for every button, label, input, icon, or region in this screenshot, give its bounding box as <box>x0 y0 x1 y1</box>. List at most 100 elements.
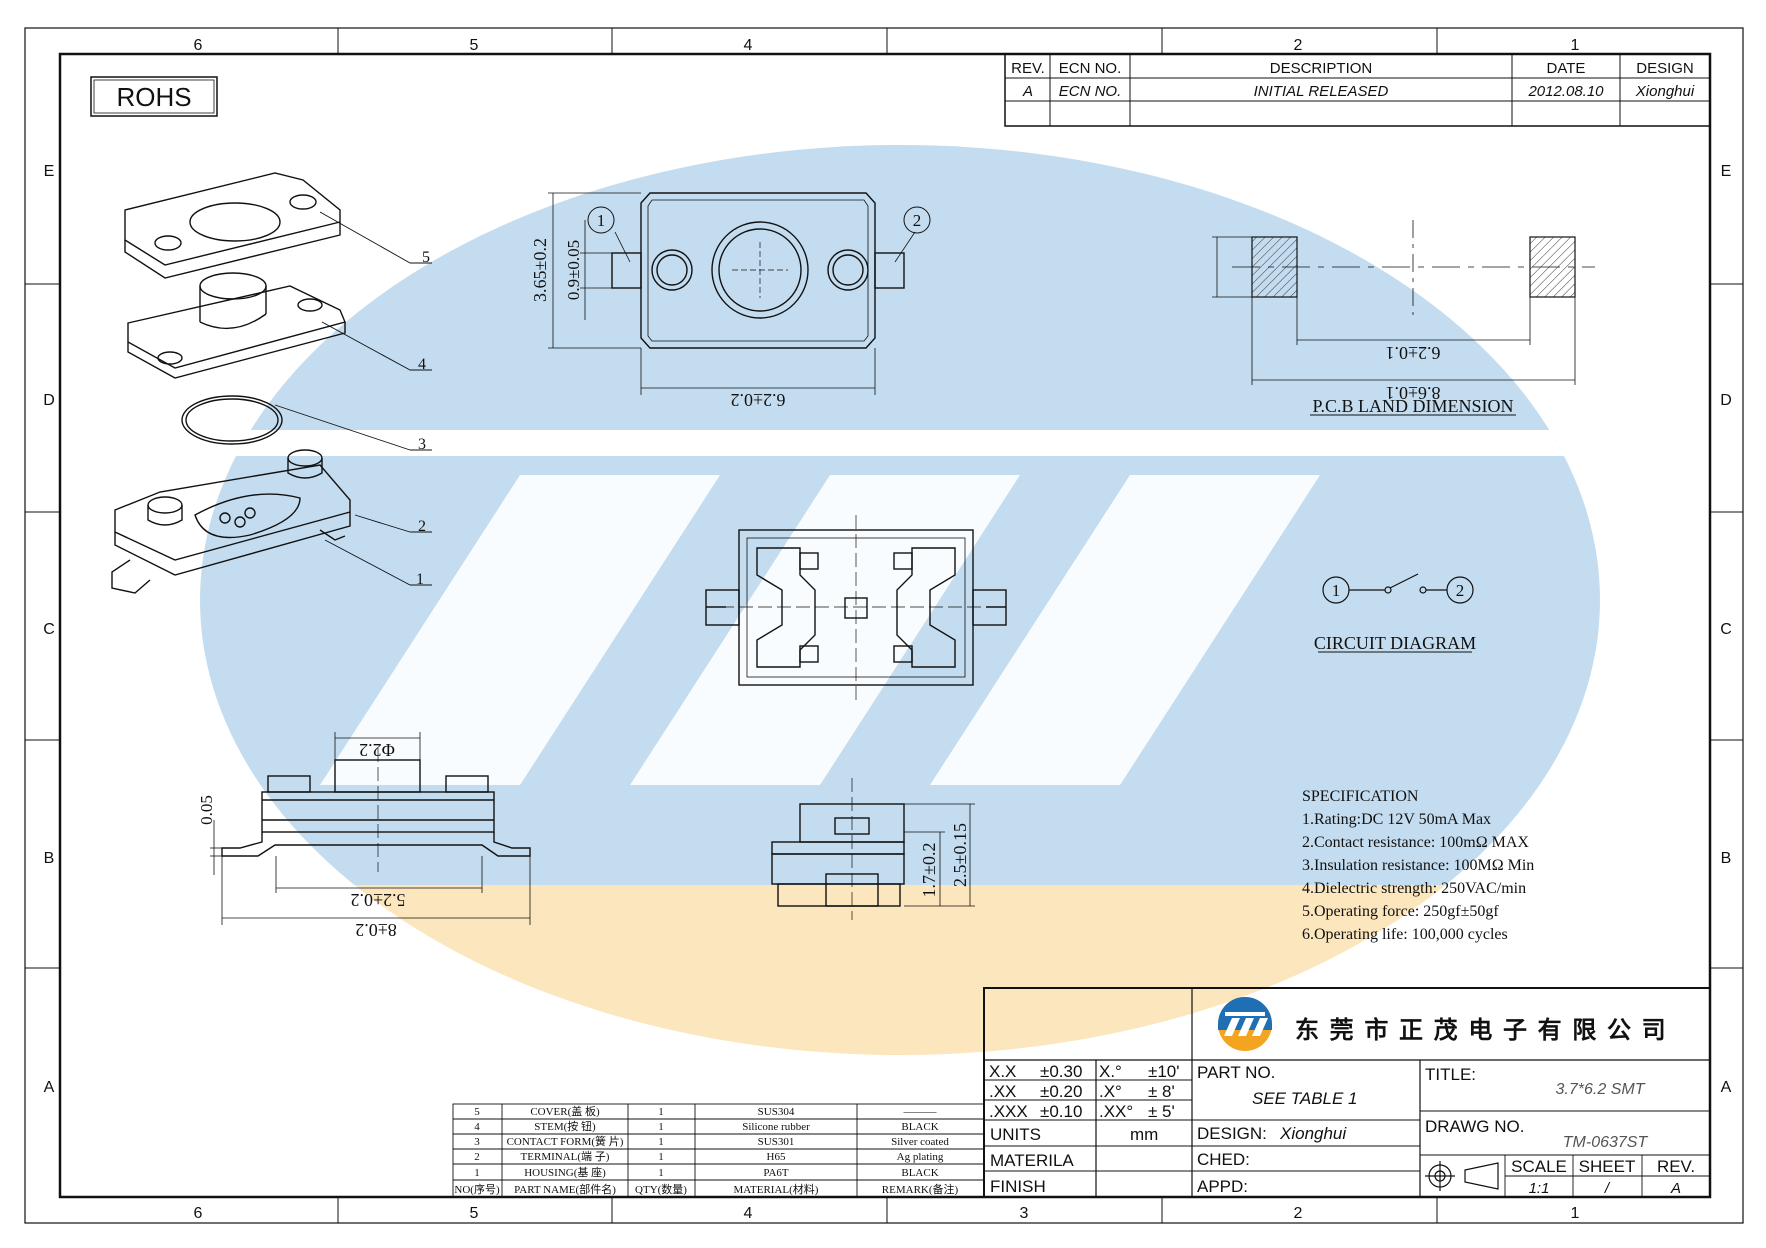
circuit-diagram <box>1318 573 1474 653</box>
svg-text:INITIAL RELEASED: INITIAL RELEASED <box>1254 83 1389 100</box>
svg-text:4: 4 <box>744 1205 753 1222</box>
svg-text:5: 5 <box>422 249 430 266</box>
callout-leaders <box>274 211 432 586</box>
svg-text:REV.: REV. <box>1657 1157 1695 1176</box>
svg-text:1: 1 <box>658 1121 664 1133</box>
company-logo-icon <box>1218 997 1272 1051</box>
bottom-view <box>705 515 1007 700</box>
stem-part <box>127 272 346 379</box>
svg-text:A: A <box>44 1079 55 1096</box>
svg-text:Silver coated: Silver coated <box>891 1136 949 1148</box>
svg-text:3: 3 <box>1020 1205 1029 1222</box>
svg-text:REV.: REV. <box>1011 60 1045 77</box>
svg-text:1: 1 <box>1571 1205 1580 1222</box>
svg-text:DATE: DATE <box>1547 60 1586 77</box>
svg-text:2: 2 <box>418 518 426 535</box>
svg-text:1: 1 <box>1571 37 1580 54</box>
svg-text:5: 5 <box>470 37 479 54</box>
svg-text:X.°: X.° <box>1099 1062 1122 1081</box>
svg-text:PA6T: PA6T <box>763 1167 789 1179</box>
svg-text:1: 1 <box>658 1151 664 1163</box>
svg-text:±0.10: ±0.10 <box>1040 1102 1082 1121</box>
pcb-land-text: 6.2±0.1 8.6±0.1 P.C.B LAND DIMENSION <box>1312 343 1513 416</box>
svg-text:2: 2 <box>1294 37 1303 54</box>
svg-text:SPECIFICATION: SPECIFICATION <box>1302 788 1419 805</box>
revision-table <box>1004 53 1711 127</box>
svg-text:C: C <box>1720 621 1732 638</box>
svg-text:±0.30: ±0.30 <box>1040 1062 1082 1081</box>
svg-text:5: 5 <box>470 1205 479 1222</box>
svg-text:TERMINAL(端 子): TERMINAL(端 子) <box>521 1150 610 1163</box>
svg-text:DRAWG NO.: DRAWG NO. <box>1425 1117 1524 1136</box>
bom-table <box>452 1103 985 1198</box>
svg-text:5: 5 <box>474 1106 480 1118</box>
svg-text:1.Rating:DC 12V 50mA Max: 1.Rating:DC 12V 50mA Max <box>1302 811 1491 828</box>
row-labels: E D C B A E D C B A <box>43 163 1732 1096</box>
svg-text:STEM(按 钮): STEM(按 钮) <box>534 1119 596 1133</box>
svg-text:Xionghui: Xionghui <box>1635 83 1695 100</box>
svg-text:C: C <box>43 621 55 638</box>
svg-text:HOUSING(基 座): HOUSING(基 座) <box>524 1165 606 1179</box>
svg-text:Ag plating: Ag plating <box>897 1151 944 1163</box>
svg-text:3: 3 <box>418 436 426 453</box>
svg-text:±0.20: ±0.20 <box>1040 1082 1082 1101</box>
svg-text:2.5±0.15: 2.5±0.15 <box>950 823 970 887</box>
svg-text:.XXX: .XXX <box>989 1102 1028 1121</box>
bom-table-text: 5 COVER(盖 板) 1 SUS304 ——— 4 STEM(按 钮) 1 … <box>454 1104 958 1196</box>
svg-text:X.X: X.X <box>989 1062 1016 1081</box>
title-block-text: 东 莞 市 正 茂 电 子 有 限 公 司 X.X ±0.30 X.° ±10'… <box>989 1016 1695 1197</box>
svg-text:1: 1 <box>1332 581 1341 600</box>
svg-text:CHED:: CHED: <box>1197 1150 1250 1169</box>
svg-text:MATERILA: MATERILA <box>990 1151 1074 1170</box>
svg-text:TM-0637ST: TM-0637ST <box>1563 1134 1649 1151</box>
svg-text:6: 6 <box>194 37 203 54</box>
svg-text:4: 4 <box>744 37 753 54</box>
svg-text:± 8': ± 8' <box>1148 1082 1175 1101</box>
svg-text:A: A <box>1022 83 1033 100</box>
svg-text:1: 1 <box>658 1167 664 1179</box>
svg-text:PART NO.: PART NO. <box>1197 1063 1275 1082</box>
top-view-dims: 1 2 3.65±0.2 0.9±0.05 6.2±0.2 <box>530 211 921 410</box>
svg-text:1: 1 <box>416 571 424 588</box>
svg-text:4: 4 <box>474 1121 480 1133</box>
svg-text:3.Insulation resistance: 100M: 3.Insulation resistance: 100MΩ Min <box>1302 857 1534 874</box>
svg-text:3.7*6.2 SMT: 3.7*6.2 SMT <box>1556 1081 1646 1098</box>
svg-text:NO(序号): NO(序号) <box>454 1182 500 1196</box>
svg-text:1.7±0.2: 1.7±0.2 <box>919 843 939 898</box>
svg-text:CONTACT FORM(簧 片): CONTACT FORM(簧 片) <box>507 1134 624 1148</box>
svg-text:3: 3 <box>474 1136 480 1148</box>
svg-text:.XX°: .XX° <box>1099 1102 1133 1121</box>
svg-text:4: 4 <box>418 356 426 373</box>
svg-text:0.05: 0.05 <box>197 795 216 825</box>
exploded-callouts: 5 4 3 2 1 <box>416 249 430 588</box>
svg-text:SUS301: SUS301 <box>758 1136 795 1148</box>
svg-text:2: 2 <box>474 1151 480 1163</box>
specification: SPECIFICATION 1.Rating:DC 12V 50mA Max 2… <box>1302 788 1534 943</box>
svg-text:2: 2 <box>1294 1205 1303 1222</box>
svg-text:/: / <box>1604 1180 1611 1197</box>
svg-text:MATERIAL(材料): MATERIAL(材料) <box>734 1182 819 1196</box>
svg-text:1:1: 1:1 <box>1529 1180 1550 1197</box>
svg-text:A: A <box>1670 1180 1681 1197</box>
svg-text:0.9±0.05: 0.9±0.05 <box>564 240 583 300</box>
svg-text:D: D <box>1720 392 1732 409</box>
svg-text:6: 6 <box>194 1205 203 1222</box>
svg-text:ECN NO.: ECN NO. <box>1059 83 1122 100</box>
svg-text:Silicone rubber: Silicone rubber <box>742 1121 810 1133</box>
circuit-text: 1 2 CIRCUIT DIAGRAM <box>1314 581 1476 653</box>
svg-text:.XX: .XX <box>989 1082 1016 1101</box>
svg-text:SCALE: SCALE <box>1511 1157 1567 1176</box>
svg-text:———: ——— <box>903 1106 938 1118</box>
svg-text:2012.08.10: 2012.08.10 <box>1527 83 1604 100</box>
svg-text:B: B <box>44 850 55 867</box>
svg-text:CIRCUIT DIAGRAM: CIRCUIT DIAGRAM <box>1314 633 1476 653</box>
svg-text:REMARK(备注): REMARK(备注) <box>882 1182 959 1196</box>
svg-text:APPD:: APPD: <box>1197 1177 1248 1196</box>
svg-text:FINISH: FINISH <box>990 1177 1046 1196</box>
dome-part <box>181 395 283 445</box>
pcb-land-view <box>1212 220 1595 416</box>
svg-text:.X°: .X° <box>1099 1082 1122 1101</box>
svg-text:DESIGN: DESIGN <box>1636 60 1694 77</box>
svg-text:±10': ±10' <box>1148 1062 1180 1081</box>
svg-text:5.Operating force: 250gf±50gf: 5.Operating force: 250gf±50gf <box>1302 903 1499 920</box>
